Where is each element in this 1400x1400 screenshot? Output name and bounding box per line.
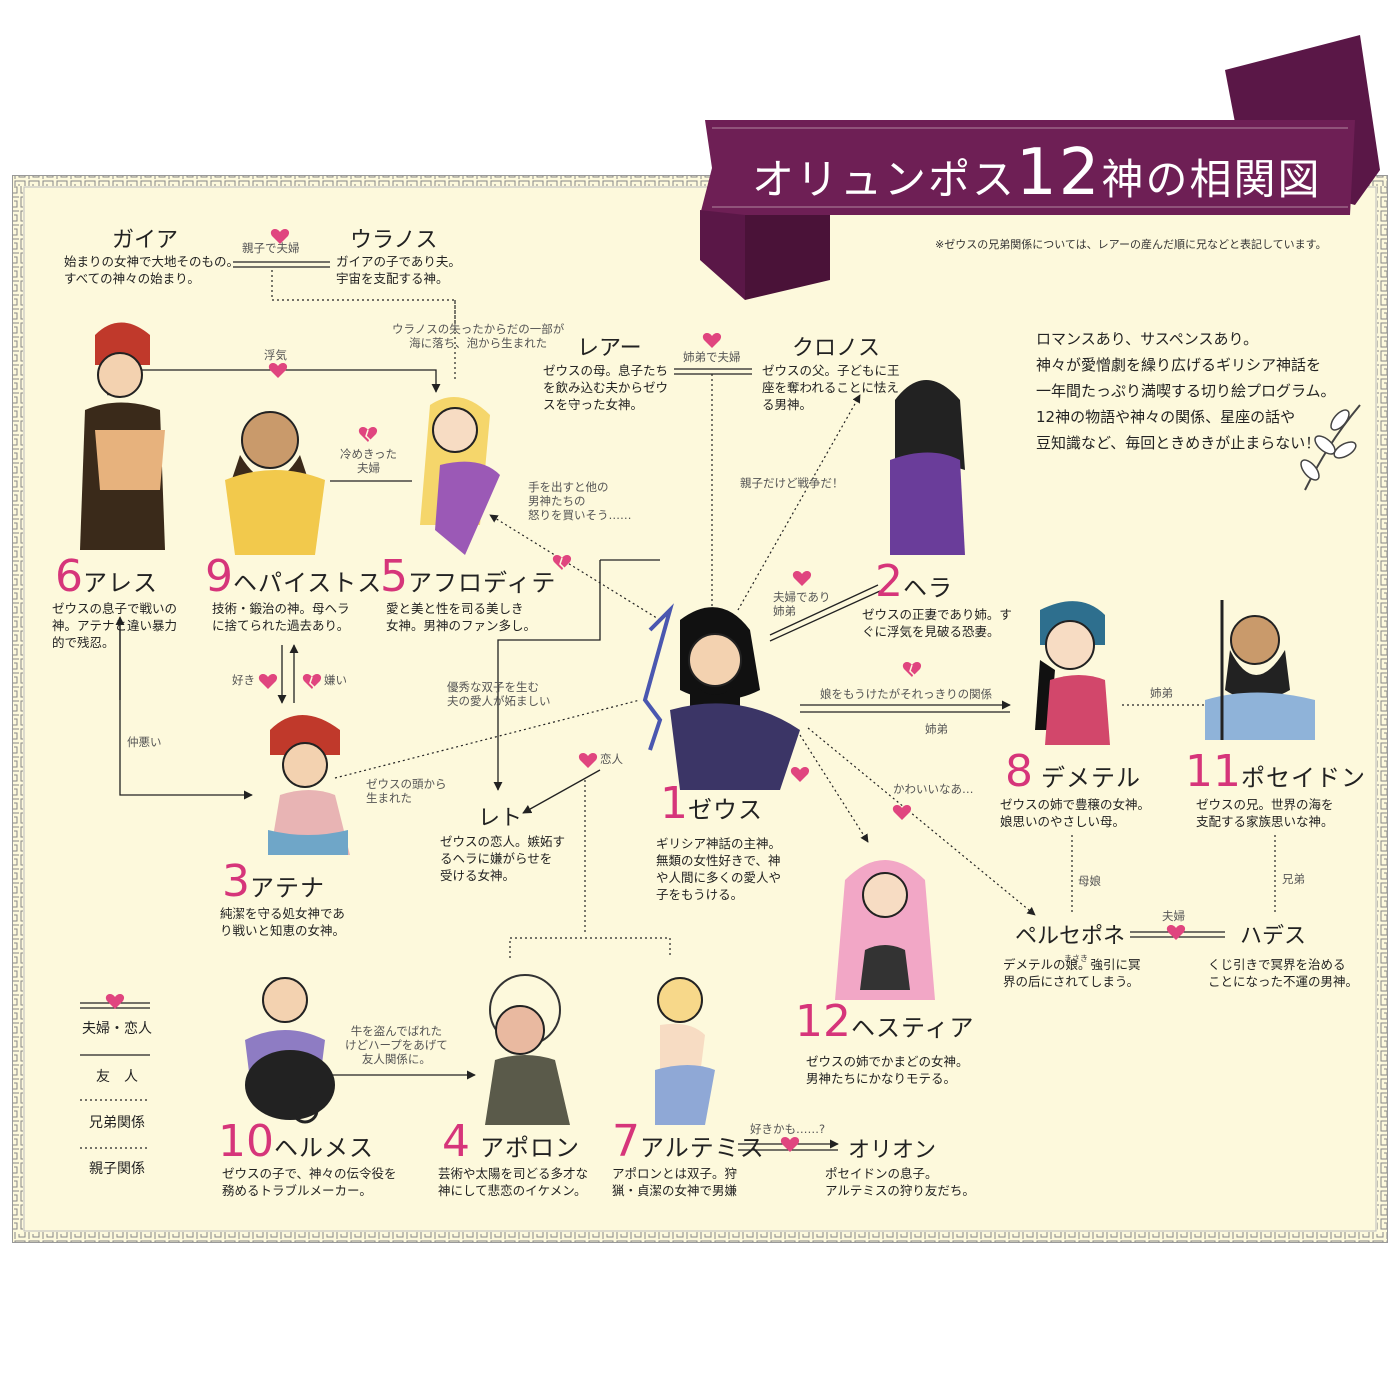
hestia-figure (835, 860, 935, 1000)
god-name-uranos: ウラノス (350, 228, 438, 253)
legend-friend: 友 人 (96, 1069, 138, 1085)
god-name-persephone: ペルセポネ (1015, 924, 1126, 949)
rel-uranos-aphrodite: ウラノスの失ったからだの一部が海に落ち、泡から生まれた (392, 322, 565, 350)
legend-parent: 親子関係 (89, 1161, 145, 1177)
god-desc-persephone: デメテルの娘。強引に冥界の后にされてしまう。 (1003, 957, 1141, 989)
artemis-figure (655, 977, 715, 1125)
god-desc-hades: くじ引きで冥界を治めることになった不運の男神。 (1208, 957, 1359, 989)
rel-heph-athena-hate: 嫌い (324, 673, 347, 687)
rel-persephone-hades: 夫婦 (1162, 909, 1185, 923)
rel-poseidon-hades: 兄弟 (1282, 872, 1305, 886)
god-desc-athena: 純潔を守る処女神であり戦いと知恵の女神。 (220, 906, 346, 938)
god-ares: 6アレス (55, 551, 158, 602)
rel-rhea-kronos: 姉弟で夫婦 (683, 350, 741, 364)
note-text: ※ゼウスの兄弟関係については、レアーの産んだ順に兄などと表記しています。 (935, 238, 1327, 251)
god-desc-gaia: 始まりの女神で大地そのもの。すべての神々の始まり。 (64, 254, 240, 286)
rel-zeus-hera: 夫婦であり姉弟 (773, 590, 831, 618)
god-hera: 2ヘラ (875, 556, 953, 607)
god-desc-demeter: ゼウスの姉で豊穣の女神。娘思いのやさしい母。 (1000, 797, 1151, 829)
apollon-figure (485, 974, 570, 1125)
demeter-figure (1035, 601, 1110, 745)
rel-gaia-uranos: 親子で夫婦 (242, 241, 300, 255)
aphrodite-figure (420, 397, 500, 555)
god-name-hades: ハデス (1240, 924, 1307, 949)
god-desc-poseidon: ゼウスの兄。世界の海を支配する家族思いな神。 (1196, 797, 1334, 829)
rel-artemis-orion: 好きかも……? (750, 1122, 826, 1136)
god-poseidon: 11ポセイドン (1185, 746, 1366, 797)
rel-ares-athena: 仲悪い (127, 735, 162, 749)
god-desc-orion: ポセイドンの息子。アルテミスの狩り友だち。 (825, 1166, 975, 1198)
god-aphrodite: 5アフロディテ (380, 551, 557, 602)
god-name-leto: レト (478, 806, 523, 831)
rel-zeus-aphro: 手を出すと他の男神たちの怒りを買いそう…… (528, 480, 632, 522)
god-desc-ares: ゼウスの息子で戦いの神。アテナと違い暴力的で残忍。 (52, 601, 178, 650)
god-name-gaia: ガイア (112, 228, 179, 253)
god-hestia: 12ヘスティア (795, 996, 975, 1047)
god-name-kronos: クロノス (792, 336, 881, 361)
hermes-figure (245, 977, 335, 1124)
ares-figure (80, 322, 165, 550)
god-desc-zeus: ギリシア神話の主神。無類の女性好きで、神や人間に多くの愛人や子をもうける。 (656, 836, 782, 902)
rel-zeus-leto: 恋人 (600, 752, 623, 766)
god-desc-kronos: ゼウスの父。子どもに王座を奪われることに怯える男神。 (762, 363, 900, 412)
rel-hera-leto: 優秀な双子を生む夫の愛人が妬ましい (447, 680, 551, 708)
rel-demeter-persephone: 母娘 (1078, 874, 1101, 888)
hephaistos-figure (225, 411, 325, 555)
god-desc-artemis: アポロンとは双子。狩猟・貞潔の女神で男嫌 (612, 1166, 738, 1198)
god-name-orion: オリオン (848, 1138, 937, 1163)
intro-text: ロマンスあり、サスペンスあり。 神々が愛憎劇を繰り広げるギリシア神話を 一年間た… (1036, 330, 1336, 452)
god-desc-apollon: 芸術や太陽を司どる多才な神にして悲恋のイケメン。 (438, 1166, 589, 1198)
zeus-figure (642, 603, 800, 790)
legend-sibling: 兄弟関係 (89, 1115, 145, 1131)
god-desc-uranos: ガイアの子であり夫。宇宙を支配する神。 (336, 254, 461, 286)
god-desc-rhea: ゼウスの母。息子たちを飲み込む夫からゼウスを守った女神。 (543, 363, 669, 412)
god-desc-aphrodite: 愛と美と性を司る美しき女神。男神のファン多し。 (386, 601, 537, 633)
rel-heph-athena-like: 好き (232, 673, 255, 687)
rel-zeus-demeter: 娘をもうけたがそれっきりの関係 (820, 687, 993, 701)
rel-hermes-apollon: 牛を盗んでばれたけどハープをあげて友人関係に。 (345, 1024, 448, 1066)
legend-couple: 夫婦・恋人 (82, 1021, 152, 1037)
god-zeus: 1ゼウス (660, 778, 763, 829)
god-hephaistos: 9ヘパイストス (205, 551, 383, 602)
god-desc-hera: ゼウスの正妻であり姉。すぐに浮気を見破る恐妻。 (862, 607, 1012, 639)
poseidon-figure (1205, 600, 1315, 740)
god-desc-hephaistos: 技術・鍛治の神。母ヘラに捨てられた過去あり。 (212, 601, 350, 633)
god-artemis: 7アルテミス (612, 1116, 765, 1167)
god-athena: 3アテナ (222, 856, 325, 907)
god-name-rhea: レアー (577, 336, 642, 361)
rel-zeus-persephone: かわいいなあ… (893, 782, 974, 796)
hera-figure (890, 380, 965, 555)
athena-figure (268, 715, 350, 855)
rel-zeus-athena: ゼウスの頭から生まれた (366, 777, 447, 805)
god-hermes: 10ヘルメス (218, 1116, 374, 1167)
god-desc-hestia: ゼウスの姉でかまどの女神。男神たちにかなりモテる。 (806, 1054, 969, 1086)
god-desc-hermes: ゼウスの子で、神々の伝令役を務めるトラブルメーカー。 (222, 1166, 397, 1198)
rel-ares-aphrodite: 浮気 (264, 348, 287, 362)
god-desc-leto: ゼウスの恋人。嫉妬するヘラに嫌がらせを受ける女神。 (440, 834, 566, 883)
rel-zeus-demeter-2: 姉弟 (925, 722, 948, 736)
rel-zeus-kronos: 親子だけど戦争だ！ (740, 476, 844, 490)
ruby-text: きさき (1064, 954, 1088, 963)
rel-demeter-poseidon: 姉弟 (1150, 686, 1173, 700)
page-title: オリュンポス12神の相関図 (752, 136, 1322, 210)
rel-heph-aphro: 冷めきった夫婦 (340, 447, 398, 475)
